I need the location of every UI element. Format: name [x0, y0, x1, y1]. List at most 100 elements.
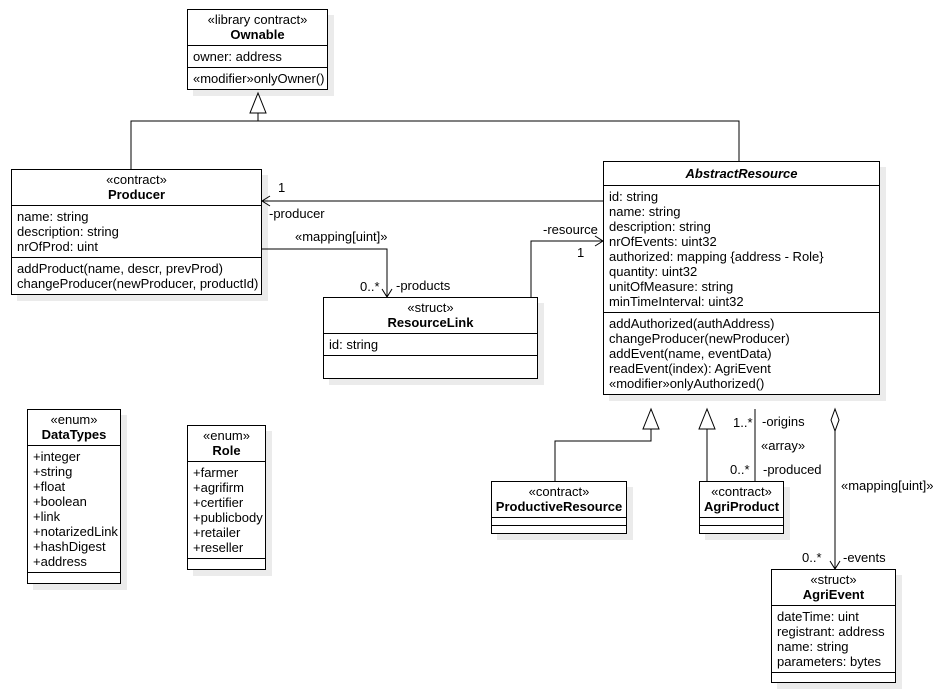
generalization-head-ownable	[249, 91, 267, 114]
class-data-types[interactable]: «enum» DataTypes +integer +string +float…	[27, 409, 121, 584]
class-name: AbstractResource	[685, 166, 798, 181]
stereotype: «contract»	[711, 484, 772, 499]
stereotype: «contract»	[106, 172, 167, 187]
operations-section	[492, 526, 626, 533]
label-resource-role: -resource	[543, 222, 598, 237]
stereotype: «enum»	[50, 412, 98, 427]
label-resource-multiplicity: 1	[577, 245, 585, 260]
enum-literal: +publicbody	[193, 510, 263, 525]
aggregation-diamond	[830, 407, 840, 433]
label-products-multiplicity: 0..*	[360, 279, 380, 294]
operations-section: «modifier»onlyOwner()	[188, 68, 327, 89]
attribute: name: string	[609, 204, 681, 219]
operation: readEvent(index): AgriEvent	[609, 361, 771, 376]
operations-section	[188, 559, 265, 569]
enum-literal: +float	[33, 479, 66, 494]
label-products-role: -products	[396, 278, 451, 293]
class-header: «contract» AgriProduct	[700, 482, 783, 518]
label-origins-role: -origins	[762, 414, 805, 429]
class-abstract-resource[interactable]: AbstractResource id: string name: string…	[603, 161, 880, 395]
operation: addProduct(name, descr, prevProd)	[17, 261, 223, 276]
enum-literal: +reseller	[193, 540, 244, 555]
attributes-section: id: string	[324, 334, 537, 356]
assoc-products	[262, 248, 388, 297]
attributes-section: owner: address	[188, 46, 327, 68]
class-agri-event[interactable]: «struct» AgriEvent dateTime: uint regist…	[771, 569, 896, 683]
class-name: AgriProduct	[703, 499, 780, 514]
class-name: ProductiveResource	[495, 499, 623, 514]
attribute: unitOfMeasure: string	[609, 279, 734, 294]
class-producer[interactable]: «contract» Producer name: string descrip…	[11, 169, 262, 295]
attribute: owner: address	[193, 49, 282, 64]
attributes-section: name: string description: string nrOfPro…	[12, 206, 261, 258]
attribute: minTimeInterval: uint32	[609, 294, 744, 309]
enum-literal: +notarizedLink	[33, 524, 118, 539]
label-origins-multiplicity: 1..*	[733, 415, 753, 430]
class-header: «contract» Producer	[12, 170, 261, 206]
generalization-head-productive	[642, 407, 660, 430]
attributes-section: dateTime: uint registrant: address name:…	[772, 606, 895, 673]
attribute: authorized: mapping {address - Role}	[609, 249, 824, 264]
attribute: name: string	[17, 209, 89, 224]
attribute: quantity: uint32	[609, 264, 698, 279]
label-produced-role: -produced	[763, 462, 822, 477]
enum-literal: +boolean	[33, 494, 87, 509]
class-agri-product[interactable]: «contract» AgriProduct	[699, 481, 784, 534]
stereotype: «struct»	[407, 300, 454, 315]
operations-section	[324, 356, 537, 378]
enum-literal: +link	[33, 509, 61, 524]
attribute: description: string	[17, 224, 119, 239]
class-name: Role	[212, 443, 241, 458]
class-header: «enum» DataTypes	[28, 410, 120, 446]
attribute: name: string	[777, 639, 849, 654]
enum-literal: +agrifirm	[193, 480, 244, 495]
literals-section: +farmer +agrifirm +certifier +publicbody…	[188, 462, 265, 559]
attribute: dateTime: uint	[777, 609, 859, 624]
attribute: description: string	[609, 219, 711, 234]
label-produced-multiplicity: 0..*	[730, 462, 750, 477]
class-header: AbstractResource	[604, 162, 879, 186]
attributes-section	[492, 518, 626, 526]
class-header: «library contract» Ownable	[188, 10, 327, 46]
attributes-section	[700, 518, 783, 526]
label-events-multiplicity: 0..*	[802, 550, 822, 565]
enum-literal: +string	[33, 464, 73, 479]
class-name: ResourceLink	[387, 315, 474, 330]
operations-section	[700, 526, 783, 533]
class-header: «struct» ResourceLink	[324, 298, 537, 334]
operations-section	[28, 573, 120, 583]
operation: changeProducer(newProducer, productId)	[17, 276, 259, 291]
generalization-producer-ownable	[130, 120, 740, 169]
operation: «modifier»onlyAuthorized()	[609, 376, 765, 391]
class-ownable[interactable]: «library contract» Ownable owner: addres…	[187, 9, 328, 90]
label-events-role: -events	[843, 550, 886, 565]
class-productive-resource[interactable]: «contract» ProductiveResource	[491, 481, 627, 534]
operation: addEvent(name, eventData)	[609, 346, 772, 361]
class-header: «contract» ProductiveResource	[492, 482, 626, 518]
class-header: «enum» Role	[188, 426, 265, 462]
stereotype: «struct»	[810, 572, 857, 587]
literals-section: +integer +string +float +boolean +link +…	[28, 446, 120, 573]
label-events-qualifier: «mapping[uint]»	[841, 478, 934, 493]
attribute: nrOfEvents: uint32	[609, 234, 717, 249]
enum-literal: +hashDigest	[33, 539, 106, 554]
enum-literal: +farmer	[193, 465, 239, 480]
class-resource-link[interactable]: «struct» ResourceLink id: string	[323, 297, 538, 379]
attribute: nrOfProd: uint	[17, 239, 98, 254]
enum-literal: +retailer	[193, 525, 241, 540]
generalization-head-agriproduct	[698, 407, 716, 430]
enum-literal: +certifier	[193, 495, 244, 510]
operations-section	[772, 673, 895, 682]
operation: «modifier»onlyOwner()	[193, 71, 325, 86]
label-array-stereotype: «array»	[761, 438, 806, 453]
generalization-productive	[554, 429, 652, 481]
class-header: «struct» AgriEvent	[772, 570, 895, 606]
attribute: registrant: address	[777, 624, 885, 639]
attributes-section: id: string name: string description: str…	[604, 186, 879, 313]
operations-section: addAuthorized(authAddress) changeProduce…	[604, 313, 879, 394]
class-role[interactable]: «enum» Role +farmer +agrifirm +certifier…	[187, 425, 266, 570]
attribute: id: string	[609, 189, 659, 204]
label-products-qualifier: «mapping[uint]»	[295, 229, 388, 244]
enum-literal: +address	[33, 554, 87, 569]
class-name: Producer	[107, 187, 166, 202]
